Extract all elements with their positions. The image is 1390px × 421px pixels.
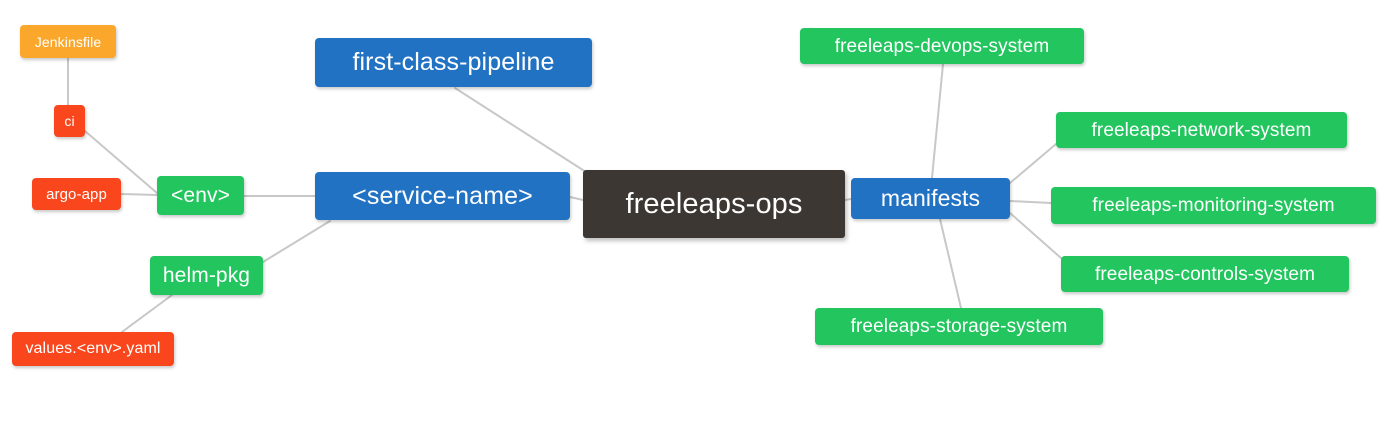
node-service-name[interactable]: <service-name>	[315, 172, 570, 220]
edge-manifests-to-freeleaps-network-system	[1009, 143, 1057, 184]
node-label: freeleaps-network-system	[1091, 119, 1312, 141]
node-first-class-pipeline[interactable]: first-class-pipeline	[315, 38, 592, 87]
edge-helm-pkg-to-values-env-yaml	[121, 294, 173, 333]
node-freeleaps-ops[interactable]: freeleaps-ops	[583, 170, 845, 238]
node-env[interactable]: <env>	[157, 176, 244, 215]
edge-manifests-to-freeleaps-monitoring-system	[1009, 200, 1052, 204]
node-label: <env>	[171, 184, 230, 207]
node-freeleaps-monitoring-system[interactable]: freeleaps-monitoring-system	[1051, 187, 1376, 224]
node-label: manifests	[880, 185, 981, 211]
node-label: <service-name>	[352, 181, 533, 210]
node-label: freeleaps-devops-system	[834, 35, 1050, 57]
node-label: freeleaps-controls-system	[1094, 263, 1316, 285]
node-ci[interactable]: ci	[54, 105, 85, 137]
node-jenkinsfile[interactable]: Jenkinsfile	[20, 25, 116, 58]
node-label: freeleaps-monitoring-system	[1092, 195, 1335, 216]
node-label: freeleaps-storage-system	[850, 316, 1068, 337]
edge-manifests-to-freeleaps-devops-system	[931, 63, 944, 179]
node-freeleaps-network-system[interactable]: freeleaps-network-system	[1056, 112, 1347, 148]
node-label: argo-app	[46, 185, 107, 203]
edge-manifests-to-freeleaps-storage-system	[939, 218, 962, 309]
node-label: first-class-pipeline	[352, 48, 555, 76]
node-label: ci	[64, 113, 75, 129]
node-manifests[interactable]: manifests	[851, 178, 1010, 219]
node-freeleaps-storage-system[interactable]: freeleaps-storage-system	[815, 308, 1103, 345]
node-freeleaps-controls-system[interactable]: freeleaps-controls-system	[1061, 256, 1349, 292]
node-label: freeleaps-ops	[625, 187, 803, 220]
node-values-env-yaml[interactable]: values.<env>.yaml	[12, 332, 174, 366]
edge-freeleaps-ops-to-first-class-pipeline	[454, 87, 587, 173]
node-label: helm-pkg	[162, 264, 251, 287]
edge-service-name-to-helm-pkg	[262, 220, 331, 263]
node-label: Jenkinsfile	[34, 33, 102, 50]
node-helm-pkg[interactable]: helm-pkg	[150, 256, 263, 295]
edge-env-to-argo-app	[120, 193, 158, 196]
node-label: values.<env>.yaml	[25, 340, 161, 357]
edge-freeleaps-ops-to-service-name	[569, 196, 584, 201]
node-freeleaps-devops-system[interactable]: freeleaps-devops-system	[800, 28, 1084, 64]
node-argo-app[interactable]: argo-app	[32, 178, 121, 210]
